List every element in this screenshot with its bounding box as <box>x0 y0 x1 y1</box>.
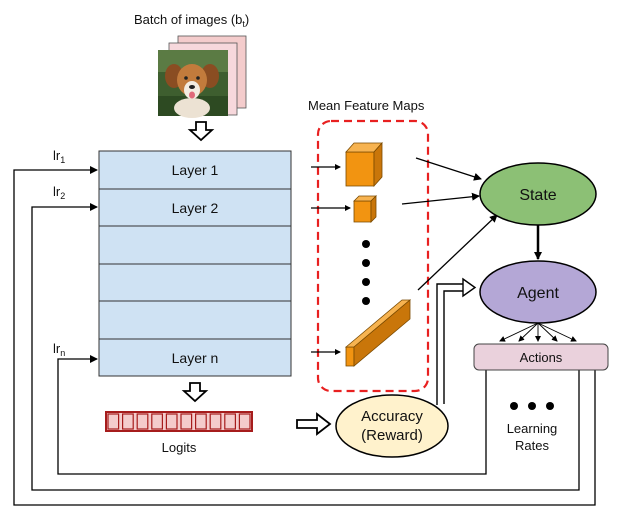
layer-4 <box>98 263 292 302</box>
layer-1-label: Layer 1 <box>172 162 219 178</box>
logit-cell <box>121 413 134 430</box>
lr-1-label: lr1 <box>53 148 65 165</box>
layer-2-label: Layer 2 <box>172 200 219 216</box>
dog-photo <box>158 50 228 118</box>
accuracy-line1: Accuracy <box>361 408 423 425</box>
logit-cell <box>136 413 149 430</box>
learning-rates-line2: Rates <box>515 438 549 453</box>
feedback-line-n <box>57 355 487 475</box>
accuracy-node <box>335 394 449 458</box>
state-label: State <box>519 187 556 204</box>
layer-3 <box>98 225 292 265</box>
logit-cell <box>151 413 164 430</box>
actions-box <box>473 343 609 371</box>
logits-label: Logits <box>162 440 197 455</box>
logit-cell <box>195 413 207 430</box>
learning-rates-line1: Learning <box>507 421 558 436</box>
logit-cell <box>107 413 120 430</box>
batch-title: Batch of images (bt) <box>134 12 249 29</box>
logits-bar <box>105 411 253 432</box>
actions-label: Actions <box>520 350 563 365</box>
reward-to-agent-arrow <box>436 277 477 405</box>
feedback-line-2 <box>31 203 580 491</box>
feature-map-large <box>345 141 383 188</box>
logit-cell <box>209 413 222 430</box>
horizontal-dots <box>510 402 554 410</box>
layer-stack: Layer 1 Layer 2 Layer n <box>98 150 292 377</box>
batch-title-sub: t <box>242 19 245 29</box>
accuracy-line2: (Reward) <box>361 427 423 444</box>
down-arrow-logits-icon <box>181 382 209 403</box>
logit-cell <box>165 413 178 430</box>
feature-maps-title: Mean Feature Maps <box>308 98 425 113</box>
lr-n-label: lrn <box>53 341 65 358</box>
batch-title-close: ) <box>245 12 249 27</box>
feedback-lines <box>13 166 596 506</box>
logit-cell <box>180 413 193 430</box>
layer-5 <box>98 300 292 340</box>
image-stack <box>158 35 247 118</box>
feature-map-small <box>353 195 377 223</box>
down-arrow-icon <box>187 121 215 142</box>
agent-to-actions-arrows <box>499 322 577 342</box>
layer-n <box>98 338 292 377</box>
feedback-line-1 <box>13 166 596 506</box>
agent-label: Agent <box>517 285 559 302</box>
layer-n-label: Layer n <box>172 350 219 366</box>
logit-cell <box>224 413 237 430</box>
feature-map-long <box>344 299 412 367</box>
arrow-map1-to-state <box>415 157 482 181</box>
lr-2-label: lr2 <box>53 184 65 201</box>
vertical-dots <box>362 240 370 305</box>
arrow-map2-to-state <box>401 192 480 205</box>
logit-cell <box>238 413 251 430</box>
arrow-mapn-to-state <box>417 214 498 291</box>
batch-title-main: Batch of images (b <box>134 12 242 27</box>
feature-maps-box <box>316 119 430 393</box>
right-arrow-icon <box>296 412 332 436</box>
